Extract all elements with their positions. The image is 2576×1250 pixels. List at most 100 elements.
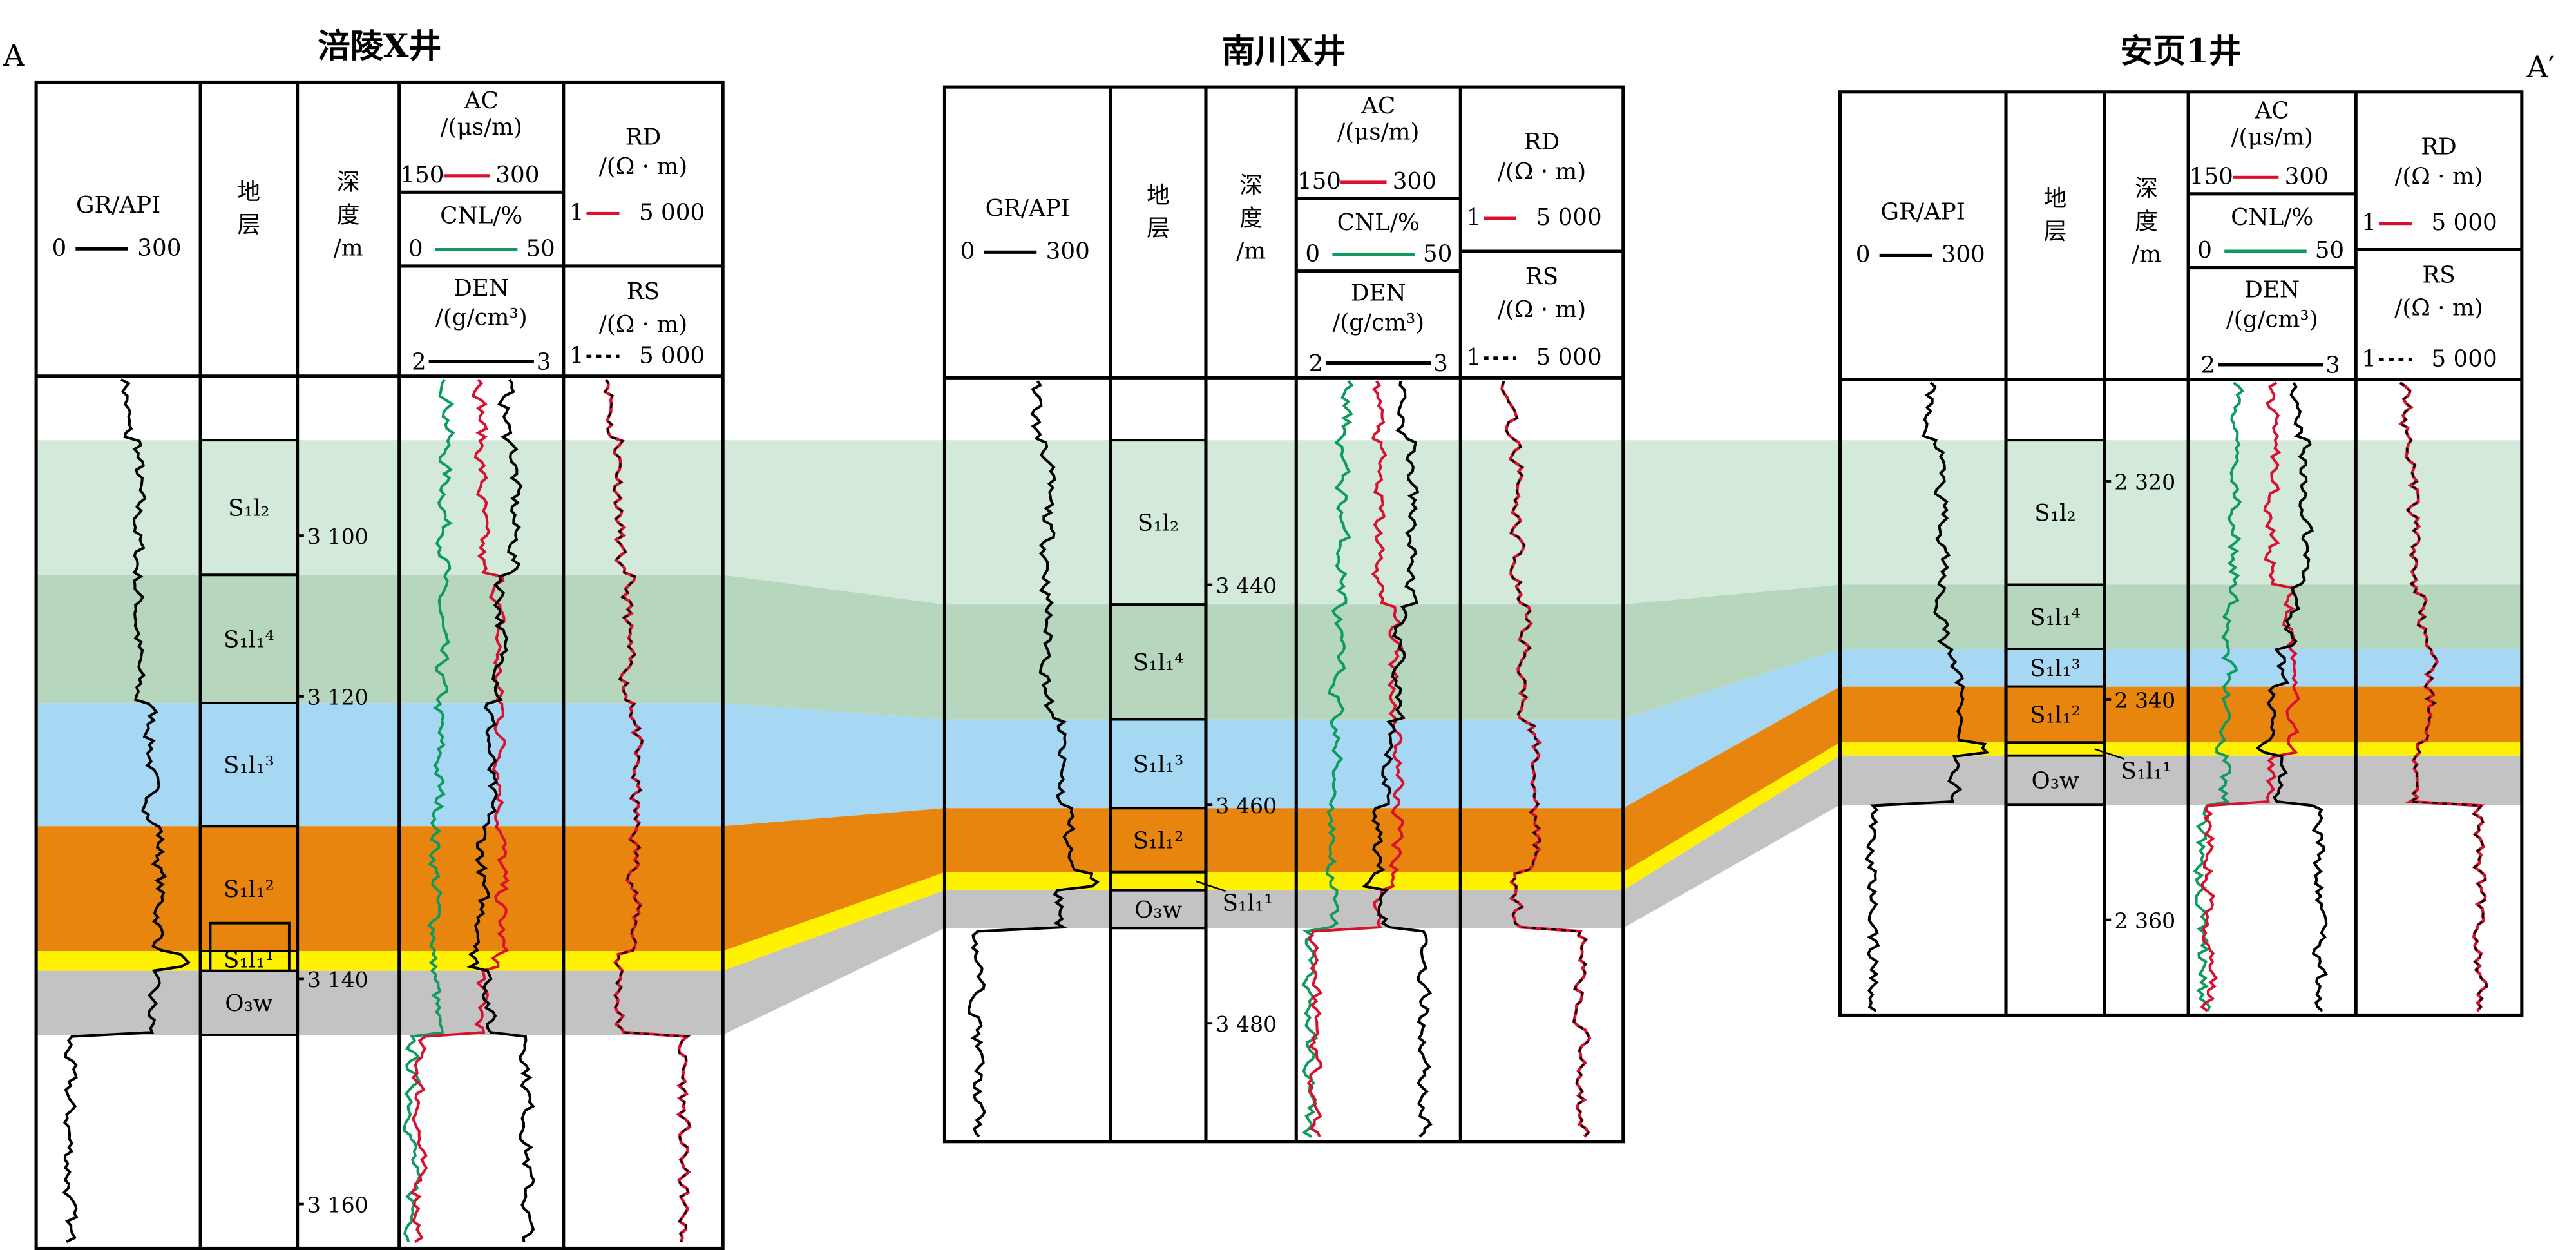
ac-max: 300 bbox=[1393, 168, 1436, 195]
ac-header: AC bbox=[464, 88, 499, 114]
gr-header: GR/API bbox=[76, 192, 160, 218]
depth-header: /m bbox=[2132, 242, 2161, 268]
depth-tick-label: 3 140 bbox=[307, 967, 368, 992]
strata-label: O₃w bbox=[1134, 897, 1183, 923]
strata-label: S₁l₁² bbox=[1133, 828, 1184, 854]
strata-header: 层 bbox=[2044, 218, 2067, 245]
strata-header: 地 bbox=[2044, 186, 2067, 212]
strata-label: S₁l₁³ bbox=[2030, 655, 2081, 682]
rd-max: 5 000 bbox=[2431, 209, 2497, 236]
rd-unit: /(Ω · m) bbox=[2394, 164, 2483, 190]
depth-header: 度 bbox=[1239, 206, 1263, 232]
rd-min: 1 bbox=[569, 200, 584, 226]
rs-max: 5 000 bbox=[1536, 344, 1602, 370]
strata-box-O3w bbox=[199, 969, 299, 1036]
depth-tick-label: 3 100 bbox=[307, 524, 368, 549]
rs-curve bbox=[2399, 381, 2488, 1012]
section-end-label: A′ bbox=[2526, 50, 2555, 84]
ac-min: 150 bbox=[400, 162, 444, 188]
rd-unit: /(Ω · m) bbox=[599, 153, 687, 180]
ac-header: AC bbox=[1360, 93, 1395, 119]
den-min: 2 bbox=[1308, 351, 1323, 377]
depth-tick-label: 3 440 bbox=[1216, 573, 1277, 598]
strata-label: S₁l₁² bbox=[2030, 702, 2081, 729]
depth-header: 深 bbox=[337, 169, 360, 195]
strata-box-O3w bbox=[2005, 754, 2106, 807]
strata-label: S₁l₁³ bbox=[224, 752, 274, 778]
gr-curve bbox=[1864, 381, 1990, 1012]
depth-header: /m bbox=[334, 235, 363, 261]
rs-min: 1 bbox=[569, 342, 584, 369]
rd-unit: /(Ω · m) bbox=[1498, 159, 1586, 185]
rs-curve bbox=[604, 379, 691, 1242]
den-header: DEN bbox=[453, 275, 509, 302]
rs-unit: /(Ω · m) bbox=[599, 311, 687, 338]
den-curve bbox=[1361, 381, 1433, 1138]
strata-label: S₁l₁³ bbox=[1133, 751, 1184, 778]
rs-header: RS bbox=[1525, 264, 1558, 290]
strata-box-S1l1_2 bbox=[199, 825, 299, 952]
rs-header: RS bbox=[2422, 262, 2455, 288]
rs-min: 1 bbox=[1466, 344, 1481, 370]
gr-curve bbox=[62, 378, 191, 1244]
gr-header: GR/API bbox=[986, 195, 1070, 222]
gr-curve bbox=[967, 380, 1100, 1138]
gr-min: 0 bbox=[960, 238, 975, 265]
ac-unit: /(μs/m) bbox=[1337, 119, 1419, 146]
strata-label: O₃w bbox=[225, 990, 273, 1017]
strata-label: S₁l₁⁴ bbox=[1133, 649, 1184, 676]
stratigraphic-bands bbox=[36, 440, 2522, 1035]
rd-min: 1 bbox=[2361, 209, 2376, 236]
band-S1l2 bbox=[36, 440, 2522, 605]
depth-header: 深 bbox=[2135, 176, 2158, 202]
strata-label: S₁l₁⁴ bbox=[2030, 604, 2081, 631]
depth-tick-label: 3 120 bbox=[307, 685, 368, 710]
strata-header: 地 bbox=[238, 179, 261, 206]
cnl-curve bbox=[1301, 380, 1354, 1138]
ac-min: 150 bbox=[2190, 164, 2233, 190]
leader-line bbox=[1196, 880, 1226, 892]
strata-label: S₁l₁² bbox=[224, 876, 274, 903]
ac-min: 150 bbox=[1297, 168, 1341, 195]
log-table-frame bbox=[34, 80, 725, 1250]
band-S1l1_3 bbox=[36, 648, 2522, 827]
depth-tick-label: 3 160 bbox=[307, 1192, 368, 1217]
cnl-min: 0 bbox=[2197, 237, 2212, 264]
depth-header: 深 bbox=[1239, 173, 1263, 199]
strata-box-O3w bbox=[1109, 889, 1207, 930]
ac-unit: /(μs/m) bbox=[2231, 124, 2313, 150]
depth-tick-label: 3 480 bbox=[1216, 1012, 1277, 1037]
log-table-frame bbox=[942, 85, 1625, 1144]
den-min: 2 bbox=[2200, 352, 2215, 379]
ac-curve bbox=[1307, 380, 1405, 1138]
strata-header: 地 bbox=[1147, 182, 1170, 209]
rd-header: RD bbox=[625, 124, 661, 150]
depth-header: 度 bbox=[2135, 209, 2158, 235]
den-max: 3 bbox=[1433, 351, 1448, 377]
cnl-curve bbox=[2193, 381, 2244, 1012]
depth-header: 度 bbox=[337, 202, 360, 228]
den-header: DEN bbox=[2244, 276, 2300, 303]
rs-curve bbox=[1500, 380, 1591, 1138]
den-min: 2 bbox=[412, 349, 426, 376]
section-start-label: A bbox=[3, 38, 25, 73]
cnl-header: CNL/% bbox=[440, 203, 522, 229]
rs-unit: /(Ω · m) bbox=[2394, 294, 2483, 321]
well-title: 安页1井 bbox=[2120, 32, 2241, 71]
cnl-max: 50 bbox=[526, 236, 555, 262]
rd-header: RD bbox=[1524, 129, 1560, 155]
cnl-max: 50 bbox=[1423, 240, 1452, 267]
ac-curve bbox=[2200, 381, 2300, 1012]
strata-label: S₁l₂ bbox=[2034, 500, 2075, 526]
ac-unit: /(μs/m) bbox=[441, 114, 522, 140]
strata-label: S₁l₂ bbox=[1138, 510, 1179, 536]
strata-header: 层 bbox=[1147, 215, 1170, 242]
leader-line bbox=[2094, 748, 2125, 760]
strata-header: 层 bbox=[238, 212, 261, 238]
strata-label: S₁l₁¹ bbox=[2121, 758, 2172, 784]
den-unit: /(g/cm³) bbox=[2226, 306, 2318, 332]
rs-min: 1 bbox=[2361, 345, 2376, 372]
